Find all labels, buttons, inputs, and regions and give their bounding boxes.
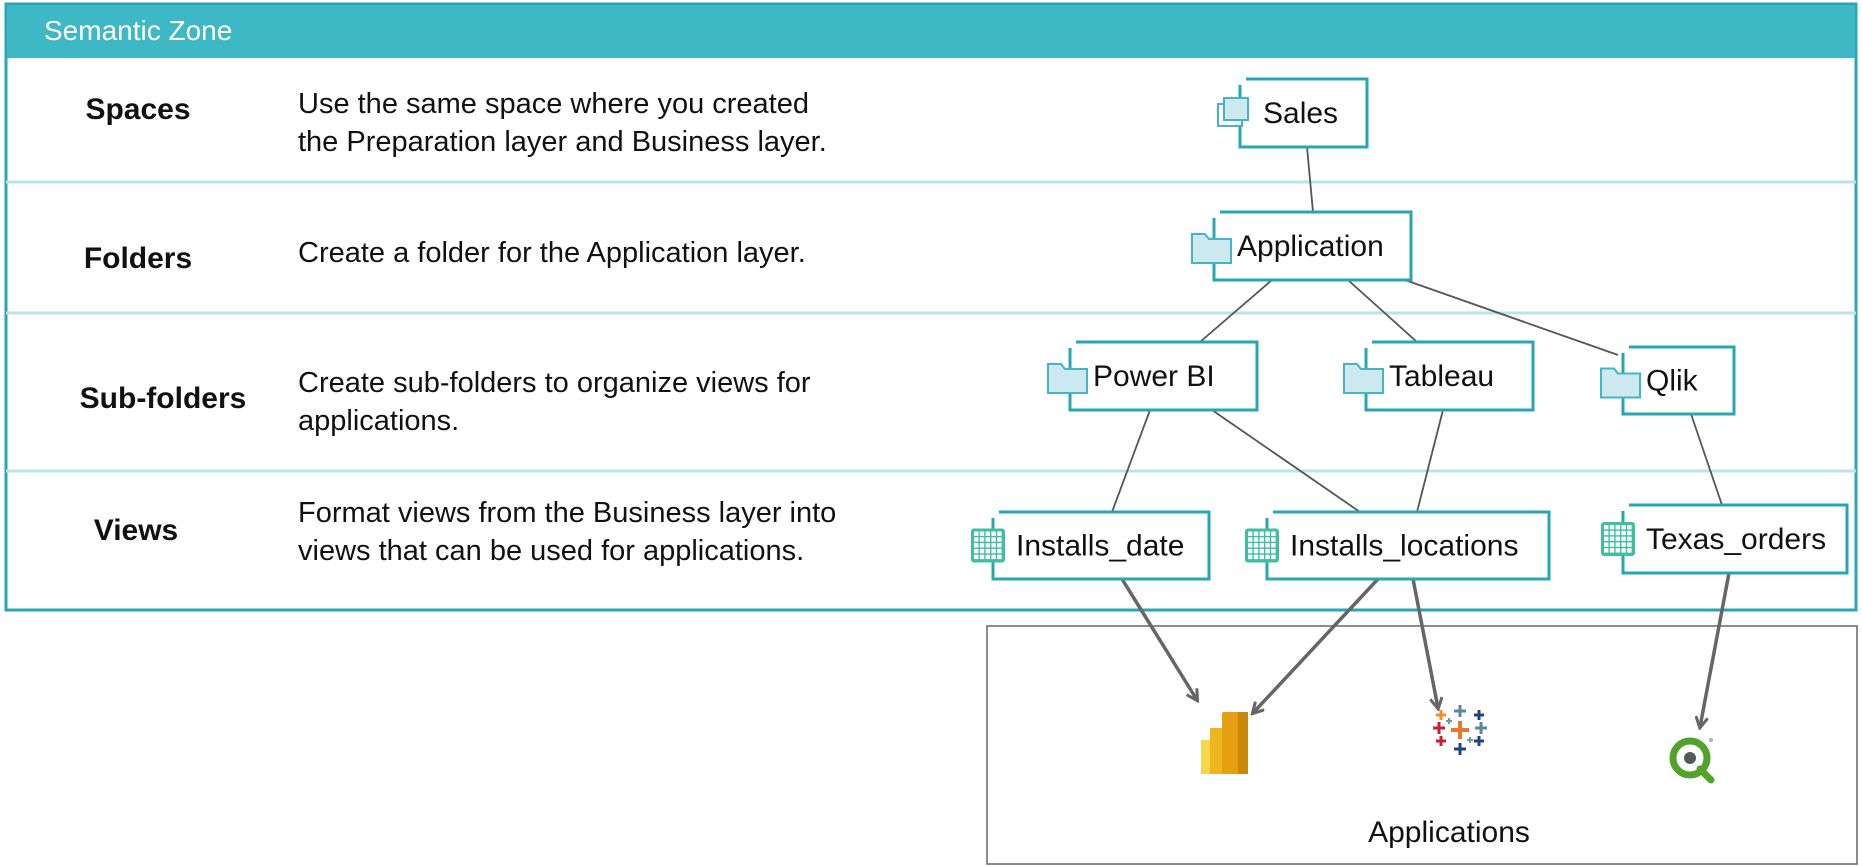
row-desc-folders-line-1: Create a folder for the Application laye… [298, 237, 806, 269]
table-view-icon [1601, 522, 1635, 556]
node-box [1238, 77, 1369, 149]
table-view-icon [1245, 528, 1279, 563]
node-texas_orders[interactable]: Texas_orders [1601, 502, 1849, 575]
node-installs_locations[interactable]: Installs_locations [1245, 509, 1551, 581]
node-label: Texas_orders [1646, 523, 1826, 556]
node-box [1068, 340, 1259, 412]
connector-powerbi-installs_locations [1211, 409, 1361, 513]
node-notch [1264, 509, 1273, 518]
node-box [1621, 503, 1849, 575]
qlik-logo-icon [1669, 737, 1715, 784]
arrow-installs_locations-to-powerbi-app [1253, 577, 1380, 713]
node-label: Application [1237, 230, 1384, 263]
node-box [991, 510, 1211, 581]
node-notch [1620, 344, 1629, 353]
arrow-installs_locations-to-tableau-app [1411, 578, 1438, 708]
row-label-views: Views [94, 514, 179, 547]
tableau-logo-icon [1433, 705, 1487, 755]
folder-icon [1191, 233, 1232, 264]
node-notch [1067, 339, 1076, 348]
node-notch [1237, 76, 1246, 85]
node-box [1212, 210, 1413, 282]
connector-tableau-installs_locations [1416, 409, 1444, 513]
row-desc-views-line-2: views that can be used for applications. [298, 535, 804, 567]
connector-application-tableau [1347, 279, 1418, 343]
connectors [1111, 146, 1723, 513]
folder-icon [1047, 363, 1088, 394]
node-notch [990, 509, 999, 518]
row-desc-spaces-line-1: Use the same space where you created [298, 88, 809, 120]
row-desc-spaces-line-2: the Preparation layer and Business layer… [298, 126, 827, 158]
space-icon [1217, 97, 1249, 127]
connector-application-powerbi [1199, 279, 1273, 343]
node-application[interactable]: Application [1191, 209, 1413, 282]
zone-title: Semantic Zone [44, 15, 232, 46]
node-box [1621, 345, 1736, 416]
node-qlik[interactable]: Qlik [1600, 344, 1736, 416]
connector-qlik-texas_orders [1690, 413, 1723, 506]
node-tableau[interactable]: Tableau [1343, 339, 1535, 412]
node-box [1364, 340, 1535, 412]
node-label: Power BI [1093, 360, 1215, 393]
applications-label: Applications [1368, 816, 1530, 849]
zone-header [7, 5, 1855, 58]
row-desc-sub-folders-line-1: Create sub-folders to organize views for [298, 367, 811, 399]
arrows [1120, 572, 1731, 727]
node-sales[interactable]: Sales [1217, 76, 1369, 149]
node-label: Tableau [1389, 360, 1494, 393]
arrow-installs_date-to-powerbi-app [1120, 578, 1197, 700]
arrow-texas_orders-to-qlik-app [1700, 572, 1731, 727]
table-view-icon [971, 528, 1005, 563]
row-label-folders: Folders [84, 242, 192, 275]
row-desc-views-line-1: Format views from the Business layer int… [298, 497, 836, 529]
node-label: Sales [1263, 97, 1338, 130]
power-bi-logo-icon [1201, 712, 1248, 774]
row-label-spaces: Spaces [85, 93, 190, 126]
node-powerbi[interactable]: Power BI [1047, 339, 1259, 412]
node-box [1265, 510, 1551, 581]
node-label: Qlik [1646, 365, 1699, 398]
node-installs_date[interactable]: Installs_date [971, 509, 1211, 581]
node-notch [1211, 209, 1220, 218]
connector-powerbi-installs_date [1111, 409, 1151, 513]
row-desc-sub-folders-line-2: applications. [298, 405, 459, 437]
node-notch [1620, 502, 1629, 511]
folder-icon [1600, 367, 1641, 399]
node-label: Installs_locations [1290, 530, 1518, 563]
zone-frame [4, 2, 1858, 612]
connector-application-qlik [1404, 279, 1619, 356]
connector-sales-application [1306, 146, 1314, 213]
node-notch [1363, 339, 1372, 348]
folder-icon [1343, 363, 1384, 394]
node-label: Installs_date [1016, 530, 1184, 563]
row-label-sub-folders: Sub-folders [80, 382, 247, 415]
